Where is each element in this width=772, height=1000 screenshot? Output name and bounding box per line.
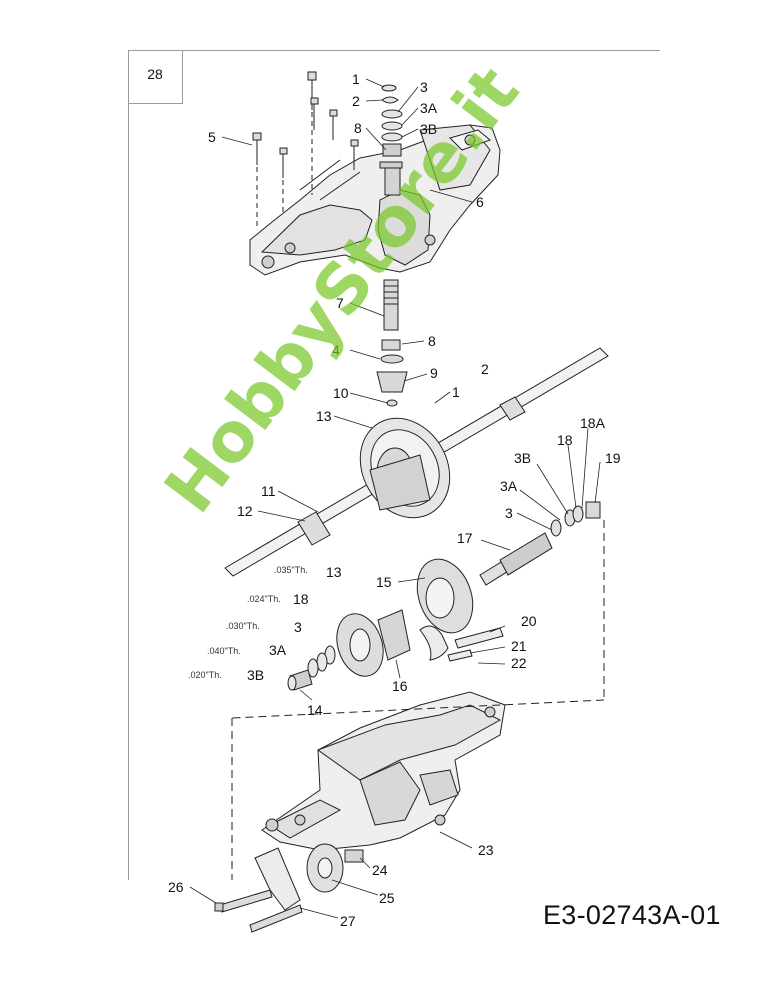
callout-17: 17 bbox=[457, 530, 473, 546]
callout-2-lower: 2 bbox=[481, 361, 489, 377]
leader-lines bbox=[189, 78, 601, 919]
callout-11: 11 bbox=[261, 483, 276, 499]
callout-3b: 3B bbox=[420, 121, 438, 137]
housing-bolts bbox=[252, 71, 359, 230]
callout-18-left: 18 bbox=[293, 591, 309, 607]
callout-5: 5 bbox=[208, 129, 216, 145]
callout-7: 7 bbox=[336, 295, 344, 311]
page-number-box: 28 bbox=[128, 50, 183, 104]
shim-label-024: .024"Th. bbox=[247, 594, 281, 604]
callout-23: 23 bbox=[478, 842, 494, 858]
callout-1: 1 bbox=[352, 71, 360, 87]
callout-16: 16 bbox=[392, 678, 408, 694]
frame-left-rule bbox=[128, 50, 129, 880]
callout-19: 19 bbox=[605, 450, 621, 466]
output-shaft bbox=[479, 501, 601, 586]
callout-3a-right: 3A bbox=[500, 478, 518, 494]
page-number: 28 bbox=[147, 66, 163, 82]
assembly-guides bbox=[231, 520, 605, 880]
document-code: E3-02743A-01 bbox=[543, 900, 721, 930]
callout-18a: 18A bbox=[580, 415, 605, 431]
bevel-gear bbox=[416, 558, 474, 634]
callout-14: 14 bbox=[307, 702, 323, 718]
callout-6: 6 bbox=[476, 194, 484, 210]
callout-3b-left: 3B bbox=[247, 667, 265, 683]
callout-15: 15 bbox=[376, 574, 392, 590]
callout-3: 3 bbox=[420, 79, 428, 95]
callout-3-left: 3 bbox=[294, 619, 302, 635]
upper-housing bbox=[249, 124, 501, 276]
callout-26: 26 bbox=[168, 879, 184, 895]
callout-3a: 3A bbox=[420, 100, 438, 116]
callout-25: 25 bbox=[379, 890, 395, 906]
shim-label-030: .030"Th. bbox=[226, 621, 260, 631]
callout-18: 18 bbox=[557, 432, 573, 448]
brake-assembly bbox=[214, 843, 364, 933]
callout-22: 22 bbox=[511, 655, 527, 671]
callout-21: 21 bbox=[511, 638, 527, 654]
frame-top-rule bbox=[128, 50, 660, 51]
callout-3a-left: 3A bbox=[269, 642, 287, 658]
callout-1-lower: 1 bbox=[452, 384, 460, 400]
input-shaft bbox=[376, 279, 408, 407]
callout-12: 12 bbox=[237, 503, 253, 519]
callout-9: 9 bbox=[430, 365, 438, 381]
lower-housing bbox=[261, 691, 506, 851]
shim-label-040: .040"Th. bbox=[207, 646, 241, 656]
axle-and-differential bbox=[224, 347, 609, 577]
shift-fork bbox=[419, 625, 504, 662]
callout-8-lower: 8 bbox=[428, 333, 436, 349]
callout-13: 13 bbox=[316, 408, 332, 424]
callout-3b-right: 3B bbox=[514, 450, 532, 466]
spur-gear bbox=[336, 609, 411, 677]
callout-27: 27 bbox=[340, 913, 356, 929]
callout-2: 2 bbox=[352, 93, 360, 109]
callout-4: 4 bbox=[332, 342, 340, 358]
top-seal-stack bbox=[381, 84, 403, 157]
callout-10: 10 bbox=[333, 385, 349, 401]
shim-stack bbox=[287, 645, 336, 691]
callout-3-right: 3 bbox=[505, 505, 513, 521]
callout-13-left: 13 bbox=[326, 564, 342, 580]
callout-20: 20 bbox=[521, 613, 537, 629]
callout-24: 24 bbox=[372, 862, 388, 878]
callout-8: 8 bbox=[354, 120, 362, 136]
shim-label-020: .020"Th. bbox=[188, 670, 222, 680]
shim-label-035: .035"Th. bbox=[274, 565, 308, 575]
